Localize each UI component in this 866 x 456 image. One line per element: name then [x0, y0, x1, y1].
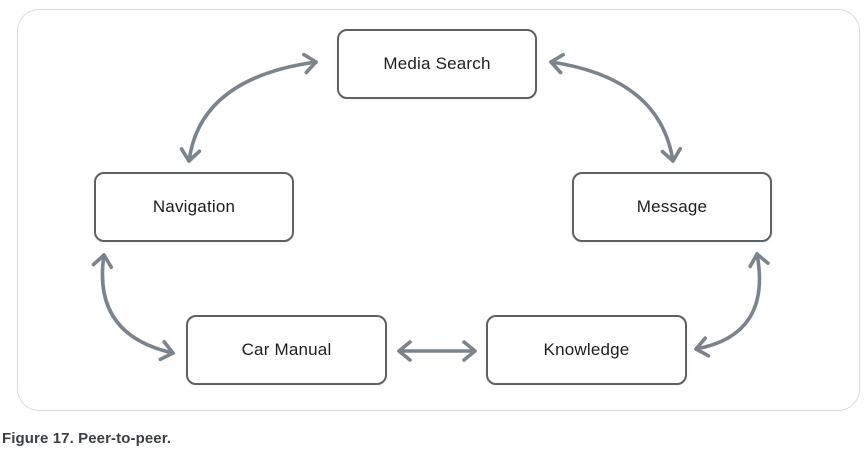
node-car-manual-label: Car Manual — [241, 340, 332, 359]
node-car-manual: Car Manual — [186, 315, 387, 385]
node-knowledge-label: Knowledge — [543, 340, 630, 359]
node-navigation-label: Navigation — [152, 197, 236, 216]
node-media-search: Media Search — [337, 29, 537, 99]
figure-caption: Figure 17. Peer-to-peer. — [2, 430, 172, 447]
node-message-label: Message — [636, 197, 708, 216]
node-message: Message — [572, 172, 772, 242]
node-navigation: Navigation — [94, 172, 294, 242]
node-knowledge: Knowledge — [486, 315, 687, 385]
node-media-search-label: Media Search — [383, 54, 491, 73]
